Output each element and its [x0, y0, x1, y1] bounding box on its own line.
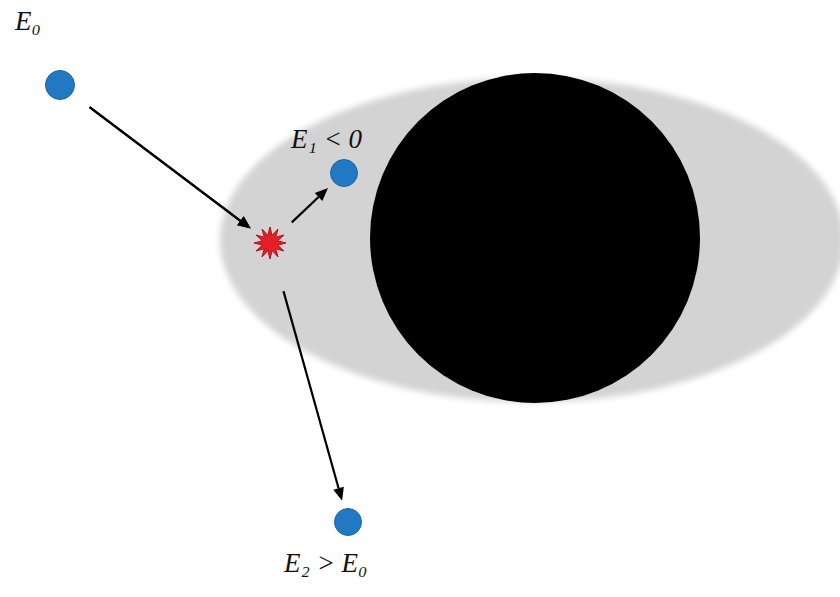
particle-dot: E₂ > E₀	[334, 508, 362, 536]
energy-label: E₀	[15, 8, 41, 35]
dot-circle	[335, 509, 362, 536]
dot-shape	[45, 70, 75, 100]
dot-circle	[331, 160, 358, 187]
trajectory-line	[90, 107, 241, 221]
energy-label: E₁ < 0	[291, 126, 362, 153]
particle-trajectory	[90, 107, 344, 501]
arrowhead	[333, 487, 344, 501]
trajectory-line	[292, 197, 319, 222]
trajectory-line	[90, 107, 241, 221]
trajectory-line	[283, 291, 338, 488]
dot-circle	[46, 71, 75, 100]
particle-dot: E₀	[45, 70, 75, 100]
event-horizon	[370, 73, 700, 403]
particle-dot: E₁ < 0	[330, 159, 358, 187]
dot-shape	[334, 508, 362, 536]
collision-star	[254, 227, 286, 259]
energy-label: E₂ > E₀	[284, 550, 367, 577]
arrowhead	[315, 188, 328, 201]
arrowhead	[237, 216, 251, 228]
dot-shape	[330, 159, 358, 187]
arrowhead	[237, 216, 251, 228]
